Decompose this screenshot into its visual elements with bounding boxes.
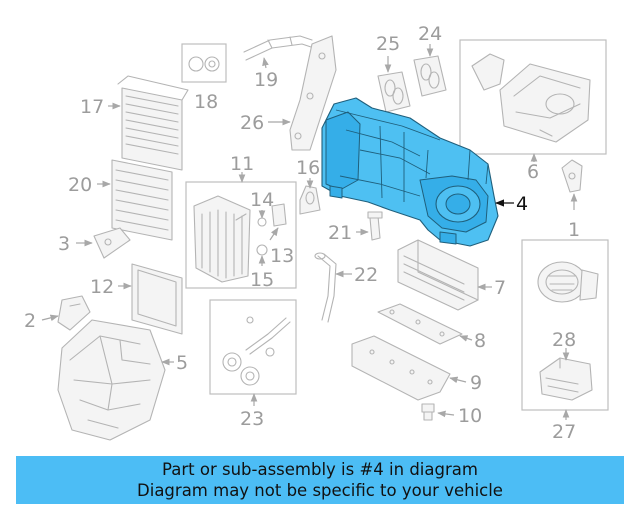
callout-13: 13 <box>270 245 294 267</box>
leader-lines <box>41 44 578 420</box>
callout-12: 12 <box>90 276 114 298</box>
part-1-sensor <box>561 159 583 193</box>
callout-1: 1 <box>568 219 580 241</box>
callout-14: 14 <box>250 189 274 211</box>
callout-3: 3 <box>58 233 70 255</box>
part-16-bracket <box>299 185 321 215</box>
callout-17: 17 <box>80 96 104 118</box>
callout-23: 23 <box>240 408 264 430</box>
part-4-hvac-case-highlighted <box>321 97 499 247</box>
callout-25: 25 <box>376 33 400 55</box>
callout-7: 7 <box>494 277 506 299</box>
part-22-drain-hose <box>314 252 337 323</box>
part-18-clips <box>188 56 220 72</box>
callout-9: 9 <box>470 372 482 394</box>
part-2-sensor <box>57 295 91 331</box>
part-7-cabin-filter <box>397 239 479 311</box>
part-18-box <box>181 43 227 83</box>
part-17-heater-core <box>117 75 189 171</box>
callout-11: 11 <box>230 153 254 175</box>
callout-22: 22 <box>354 264 378 286</box>
part-5-hvac-housing <box>57 319 166 441</box>
parts-diagram: 1 2 3 4 5 6 7 8 9 10 11 12 13 14 15 16 1… <box>24 23 609 443</box>
callout-labels: 1 2 3 4 5 6 7 8 9 10 11 12 13 14 15 16 1… <box>24 23 580 443</box>
info-banner: Part or sub-assembly is #4 in diagram Di… <box>16 456 624 504</box>
callout-10: 10 <box>458 405 482 427</box>
banner-line-2: Diagram may not be specific to your vehi… <box>137 481 503 500</box>
callout-19: 19 <box>254 69 278 91</box>
part-11-heater-element <box>193 195 251 283</box>
part-19-pipe <box>243 35 315 61</box>
callout-18: 18 <box>194 91 218 113</box>
part-20-evaporator <box>111 159 173 241</box>
banner-line-1: Part or sub-assembly is #4 in diagram <box>162 460 478 479</box>
part-3-bracket <box>93 227 131 259</box>
part-12-filter-frame <box>131 263 183 335</box>
part-27-blower-motor <box>537 261 599 303</box>
callout-4-highlighted: 4 <box>516 193 528 215</box>
callout-20: 20 <box>68 174 92 196</box>
part-26-bracket <box>289 35 337 151</box>
part-6-blower-housing <box>471 53 591 143</box>
part-23-box <box>209 299 297 395</box>
callout-6: 6 <box>527 161 539 183</box>
part-23-seals <box>222 316 291 386</box>
part-10-screw <box>421 403 435 421</box>
callout-24: 24 <box>418 23 442 45</box>
callout-21: 21 <box>328 222 352 244</box>
part-28-resistor <box>539 357 593 401</box>
callout-26: 26 <box>240 112 264 134</box>
part-9-gasket <box>351 335 451 401</box>
callout-28: 28 <box>552 329 576 351</box>
callout-15: 15 <box>250 269 274 291</box>
part-25-seal <box>377 71 411 113</box>
callout-2: 2 <box>24 310 36 332</box>
callout-16: 16 <box>296 157 320 179</box>
callout-5: 5 <box>176 352 188 374</box>
part-8-seal-strip <box>377 303 463 345</box>
part-21-fitting <box>367 211 383 241</box>
callout-8: 8 <box>474 330 486 352</box>
callout-27: 27 <box>552 421 576 443</box>
part-24-seal <box>413 55 447 97</box>
